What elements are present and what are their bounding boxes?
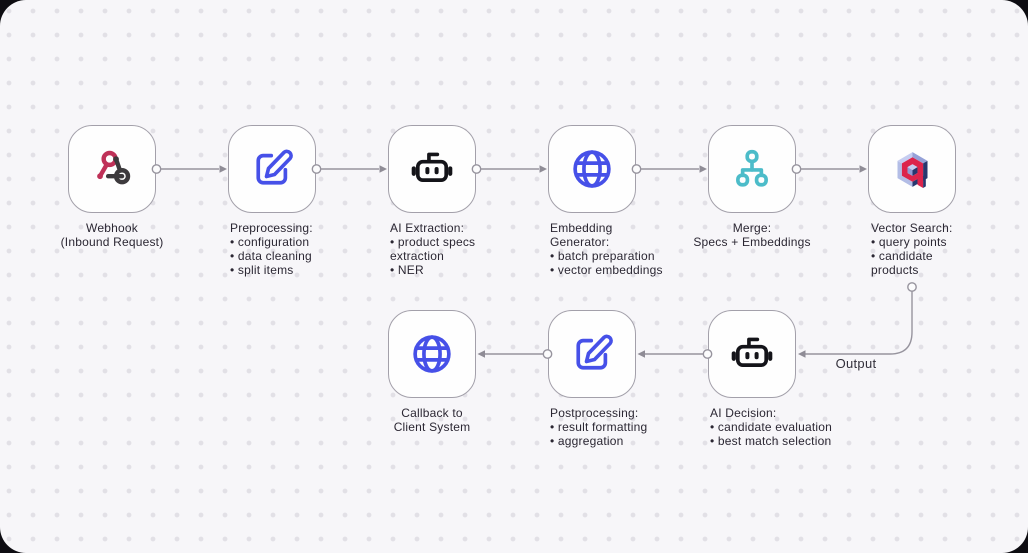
edge-ai-decision-postprocessing [637,349,713,359]
edit-pencil-icon [576,334,613,370]
node-webhook-label: Webhook (Inbound Request) [60,221,164,249]
robot-icon [731,337,773,367]
node-ai-decision-box[interactable] [708,310,796,398]
node-embedding-generator [548,125,636,213]
edge-embedding-merge [631,164,707,174]
hierarchy-icon [736,149,768,187]
node-ai-extraction-label: AI Extraction: • product specs extractio… [390,221,476,277]
node-preprocessing [228,125,316,213]
robot-icon [411,152,453,182]
edge-ai-extraction-embedding [471,164,547,174]
node-vector-search-label: Vector Search: • query points • candidat… [871,221,953,277]
globe-icon [413,335,451,373]
node-embedding-generator-label: Embedding Generator: • batch preparation… [550,221,663,277]
edit-pencil-icon [256,149,293,185]
node-callback-box[interactable] [388,310,476,398]
node-preprocessing-box[interactable] [228,125,316,213]
edge-merge-vector-search [791,164,867,174]
globe-icon [573,150,611,188]
node-ai-extraction-box[interactable] [388,125,476,213]
node-merge-box[interactable] [708,125,796,213]
node-vector-search [868,125,956,213]
node-ai-extraction [388,125,476,213]
webhook-icon [97,150,131,185]
output-port[interactable] [907,282,917,292]
edge-vector-search-ai-decision: Output [798,282,917,371]
node-webhook-box[interactable] [68,125,156,213]
node-postprocessing-box[interactable] [548,310,636,398]
node-postprocessing [548,310,636,398]
node-merge-label: Merge: Specs + Embeddings [693,221,811,249]
qdrant-logo [897,151,927,188]
node-merge [708,125,796,213]
node-preprocessing-label: Preprocessing: • configuration • data cl… [230,221,313,277]
node-vector-search-box[interactable] [868,125,956,213]
edge-output-label: Output [836,356,877,371]
edge-postprocessing-callback [477,349,553,359]
node-webhook [68,125,156,213]
edge-webhook-preprocessing [151,164,227,174]
node-ai-decision-label: AI Decision: • candidate evaluation • be… [710,406,833,448]
node-ai-decision [708,310,796,398]
node-callback-label: Callback to Client System [393,406,471,434]
node-embedding-generator-box[interactable] [548,125,636,213]
node-callback [388,310,476,398]
edge-preprocessing-ai-extraction [311,164,387,174]
node-postprocessing-label: Postprocessing: • result formatting • ag… [550,406,648,448]
